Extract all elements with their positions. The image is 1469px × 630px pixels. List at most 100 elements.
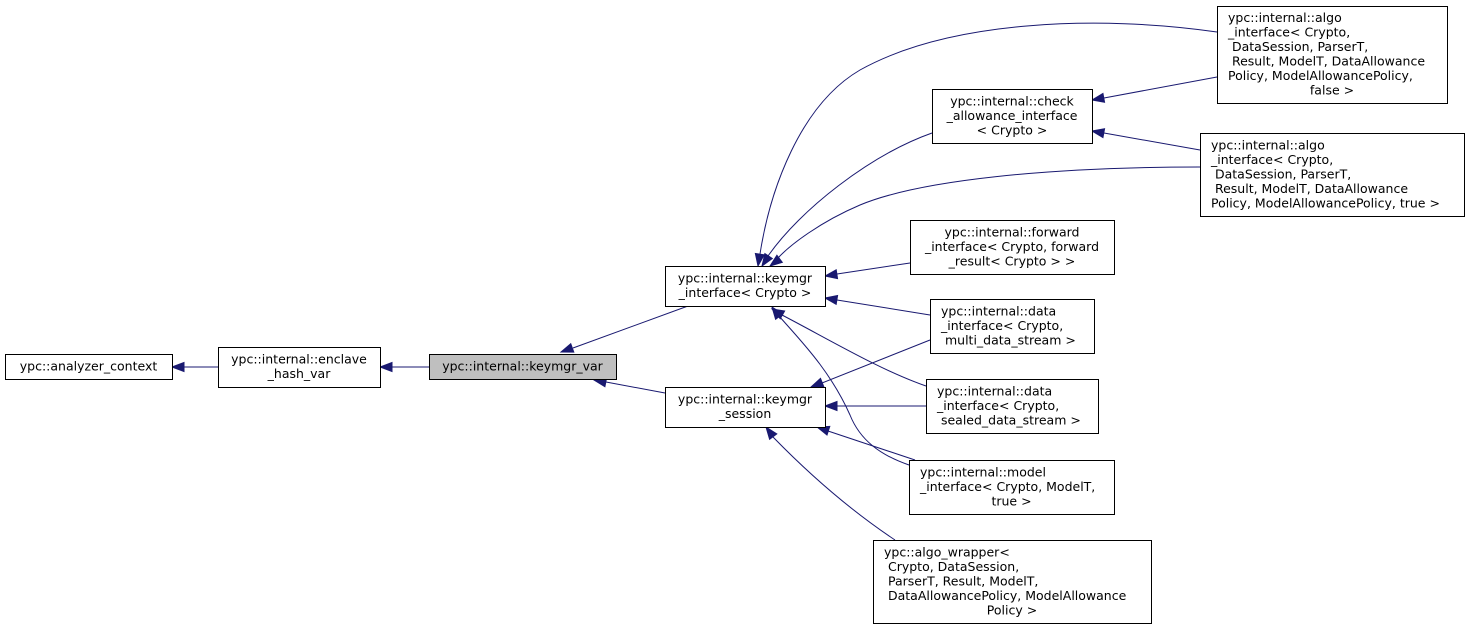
node-label-line: _interface< Crypto >	[678, 285, 812, 300]
class-node-forward-interface[interactable]: ypc::internal::forward_interface< Crypto…	[910, 220, 1115, 275]
node-label-line: ypc::algo_wrapper<	[884, 544, 1010, 559]
class-node-data-interface-multi[interactable]: ypc::internal::data_interface< Crypto, m…	[930, 299, 1095, 354]
node-box	[429, 354, 617, 380]
node-box	[5, 354, 173, 380]
node-label-line: true >	[991, 493, 1031, 508]
inheritance-edge-data_interface_sealed-to-keymgr_interface	[770, 308, 927, 387]
inheritance-edge-keymgr_var-to-enclave_hash_var	[378, 361, 429, 373]
class-node-model-interface[interactable]: ypc::internal::model_interface< Crypto, …	[909, 460, 1115, 515]
inheritance-edge-algo_interface_false-to-keymgr_interface	[754, 22, 1218, 268]
node-box	[932, 89, 1093, 144]
edge-line	[605, 381, 666, 394]
arrowhead-icon	[170, 361, 185, 373]
arrowhead-icon	[823, 294, 839, 306]
edge-line	[767, 132, 933, 257]
arrowhead-icon	[1090, 92, 1106, 103]
edge-line	[836, 299, 931, 316]
edges-layer	[170, 22, 1218, 541]
nodes-layer: ypc::analyzer_context ypc::internal::encl…	[5, 6, 1465, 624]
node-label-line: ypc::internal::algo	[1211, 137, 1325, 152]
node-label-line: ypc::internal::enclave	[231, 352, 367, 367]
inheritance-edge-enclave_hash_var-to-analyzer_context	[170, 361, 218, 373]
node-label-line: DataAllowancePolicy, ModelAllowance	[884, 588, 1127, 603]
node-label-line: ypc::internal::data	[941, 303, 1056, 318]
inheritance-edge-data_interface_multi-to-keymgr_session	[809, 339, 931, 388]
node-box	[665, 387, 826, 428]
node-label-line: multi_data_stream >	[941, 332, 1076, 347]
inheritance-edge-data_interface_sealed-to-keymgr_session	[823, 400, 926, 412]
node-label-line: ypc::internal::model	[920, 464, 1046, 479]
node-label-line: ypc::internal::data	[937, 383, 1052, 398]
node-box	[930, 299, 1095, 354]
node-label-line: _allowance_interface	[946, 108, 1078, 123]
arrowhead-icon	[765, 425, 778, 441]
node-label-line: _hash_var	[267, 366, 332, 381]
arrowhead-icon	[378, 361, 393, 373]
arrowhead-icon	[754, 252, 766, 268]
edge-line	[821, 339, 931, 384]
inheritance-edge-model_interface-to-keymgr_session	[815, 425, 916, 461]
inheritance-edge-forward_interface-to-keymgr_interface	[823, 262, 911, 280]
inheritance-edge-algo_interface_true-to-check_allowance_interface	[1090, 128, 1201, 151]
class-node-algo-interface-true[interactable]: ypc::internal::algo_interface< Crypto, D…	[1200, 133, 1465, 217]
inheritance-edge-keymgr_session-to-keymgr_var	[592, 377, 666, 394]
class-node-keymgr-var: ypc::internal::keymgr_var	[429, 354, 617, 380]
node-label-line: false >	[1310, 83, 1354, 98]
node-label-line: ypc::internal::algo	[1228, 10, 1342, 25]
node-label-line: Result, ModelT, DataAllowance	[1228, 54, 1425, 69]
node-label-line: _result< Crypto > >	[948, 253, 1076, 268]
node-label-line: ypc::internal::keymgr	[678, 271, 813, 286]
node-label-line: Policy, ModelAllowancePolicy, true >	[1211, 195, 1440, 210]
class-node-keymgr-session[interactable]: ypc::internal::keymgr_session	[665, 387, 826, 428]
edge-line	[572, 305, 689, 349]
node-label-line: _interface< Crypto,	[940, 318, 1063, 333]
arrowhead-icon	[771, 305, 784, 321]
inheritance-edge-algo_interface_true-to-keymgr_interface	[768, 166, 1201, 267]
edge-line	[1103, 76, 1218, 99]
node-label-line: _interface< Crypto, ModelT,	[919, 479, 1095, 494]
arrowhead-icon	[1090, 128, 1106, 139]
node-box	[218, 347, 381, 388]
node-label-line: ParserT, Result, ModelT,	[884, 573, 1038, 588]
node-label-line: Policy, ModelAllowancePolicy,	[1228, 68, 1413, 83]
edge-line	[778, 315, 910, 466]
node-label-line: Result, ModelT, DataAllowance	[1211, 181, 1408, 196]
node-label-line: ypc::internal::check	[950, 93, 1074, 108]
inheritance-edge-data_interface_multi-to-keymgr_interface	[823, 294, 931, 316]
edge-line	[781, 314, 927, 387]
node-label-line: ypc::analyzer_context	[20, 358, 158, 373]
node-box	[1217, 6, 1448, 104]
arrowhead-icon	[768, 254, 784, 267]
arrowhead-icon	[559, 342, 575, 353]
node-box	[665, 266, 826, 307]
class-node-algo-interface-false[interactable]: ypc::internal::algo_interface< Crypto, D…	[1217, 6, 1448, 104]
arrowhead-icon	[761, 252, 774, 268]
node-label-line: DataSession, ParserT,	[1228, 39, 1368, 54]
edge-line	[836, 262, 911, 275]
inheritance-edge-keymgr_interface-to-keymgr_var	[559, 305, 689, 353]
node-box	[1200, 133, 1465, 217]
node-label-line: ypc::internal::keymgr_var	[442, 358, 603, 373]
node-box	[910, 220, 1115, 275]
inheritance-edge-model_interface-to-keymgr_interface	[771, 305, 910, 466]
class-node-enclave-hash-var[interactable]: ypc::internal::enclave_hash_var	[218, 347, 381, 388]
edge-line	[772, 436, 896, 541]
edge-line	[759, 22, 1218, 255]
inheritance-edge-check_allowance_interface-to-keymgr_interface	[761, 132, 933, 268]
node-label-line: ypc::internal::keymgr	[678, 392, 813, 407]
class-node-check-allowance-interface[interactable]: ypc::internal::check_allowance_interface…	[932, 89, 1093, 144]
arrowhead-icon	[809, 377, 825, 388]
class-node-keymgr-interface[interactable]: ypc::internal::keymgr_interface< Crypto …	[665, 266, 826, 307]
node-label-line: Crypto, DataSession,	[884, 559, 1019, 574]
inheritance-edge-algo_interface_false-to-check_allowance_interface	[1090, 76, 1218, 103]
edge-line	[827, 430, 916, 461]
class-node-analyzer-context[interactable]: ypc::analyzer_context	[5, 354, 173, 380]
node-label-line: Policy >	[987, 602, 1037, 617]
node-label-line: DataSession, ParserT,	[1211, 166, 1351, 181]
class-node-algo-wrapper[interactable]: ypc::algo_wrapper< Crypto, DataSession, …	[873, 540, 1152, 624]
inheritance-edge-algo_wrapper-to-keymgr_session	[765, 425, 896, 541]
node-label-line: sealed_data_stream >	[937, 412, 1081, 427]
class-node-data-interface-sealed[interactable]: ypc::internal::data_interface< Crypto, s…	[926, 379, 1099, 434]
arrowhead-icon	[823, 400, 838, 412]
